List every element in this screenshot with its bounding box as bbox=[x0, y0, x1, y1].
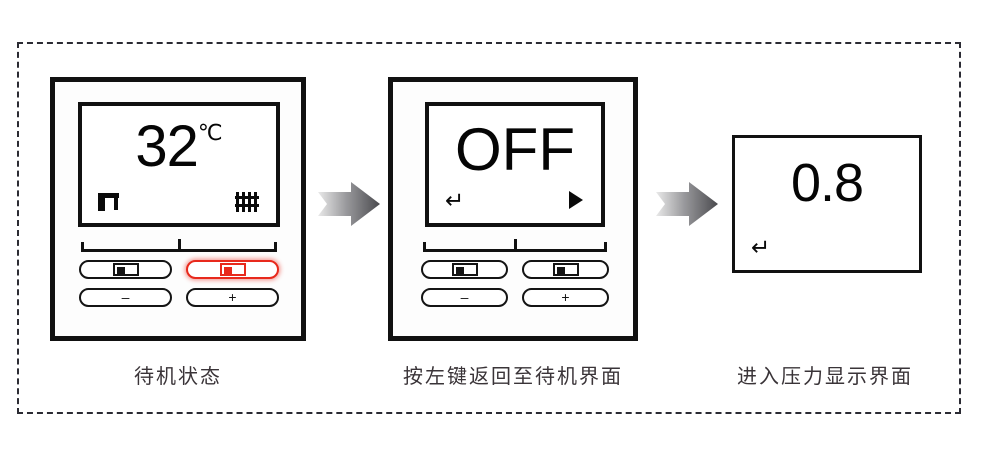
keypad-off: – + bbox=[421, 260, 609, 307]
lcd-screen-off: OFF ↵ bbox=[425, 102, 605, 227]
lcd-icon-row: ↵ bbox=[735, 228, 919, 262]
flow-arrow-1 bbox=[318, 181, 380, 227]
temperature-readout: 32℃ bbox=[82, 118, 276, 176]
play-arrow-icon bbox=[569, 191, 583, 209]
pressure-readout: 0.8 bbox=[790, 153, 864, 213]
plus-key[interactable]: + bbox=[186, 288, 279, 307]
lcd-screen-pressure: 0.8 ↵ bbox=[732, 135, 922, 273]
screen-icon bbox=[112, 263, 139, 276]
controller-off: OFF ↵ – bbox=[388, 77, 638, 341]
keypad-standby: – + bbox=[79, 260, 279, 307]
plus-key-label: + bbox=[561, 288, 570, 305]
back-arrow-icon: ↵ bbox=[445, 188, 465, 214]
keypad-bracket bbox=[423, 239, 607, 252]
radiator-icon bbox=[235, 191, 259, 213]
lcd-icon-row bbox=[82, 181, 276, 215]
mode-key-left[interactable] bbox=[421, 260, 508, 279]
back-arrow-icon: ↵ bbox=[751, 235, 771, 261]
caption-return-to-standby: 按左键返回至待机界面 bbox=[403, 366, 623, 388]
caption-standby: 待机状态 bbox=[134, 366, 222, 388]
flow-arrow-2 bbox=[656, 181, 718, 227]
caption-pressure-interface: 进入压力显示界面 bbox=[737, 366, 913, 388]
off-readout: OFF bbox=[455, 116, 575, 183]
controller-standby: 32℃ bbox=[50, 77, 306, 341]
minus-key[interactable]: – bbox=[421, 288, 508, 307]
plus-key-label: + bbox=[228, 288, 237, 305]
minus-key[interactable]: – bbox=[79, 288, 172, 307]
temperature-value: 32 bbox=[135, 114, 199, 179]
screen-icon bbox=[219, 263, 246, 276]
temperature-unit: ℃ bbox=[197, 119, 223, 145]
minus-key-label: – bbox=[121, 288, 130, 305]
screen-icon bbox=[451, 263, 478, 276]
screen-icon bbox=[552, 263, 579, 276]
lcd-icon-row: ↵ bbox=[429, 181, 601, 215]
mode-key-right[interactable] bbox=[522, 260, 609, 279]
lcd-screen-standby: 32℃ bbox=[78, 102, 280, 227]
keypad-bracket bbox=[81, 239, 277, 252]
mode-key-left[interactable] bbox=[79, 260, 172, 279]
minus-key-label: – bbox=[460, 288, 469, 305]
plus-key[interactable]: + bbox=[522, 288, 609, 307]
mode-key-right[interactable] bbox=[186, 260, 279, 279]
faucet-icon bbox=[98, 191, 120, 213]
diagram-dashed-frame bbox=[17, 42, 961, 414]
